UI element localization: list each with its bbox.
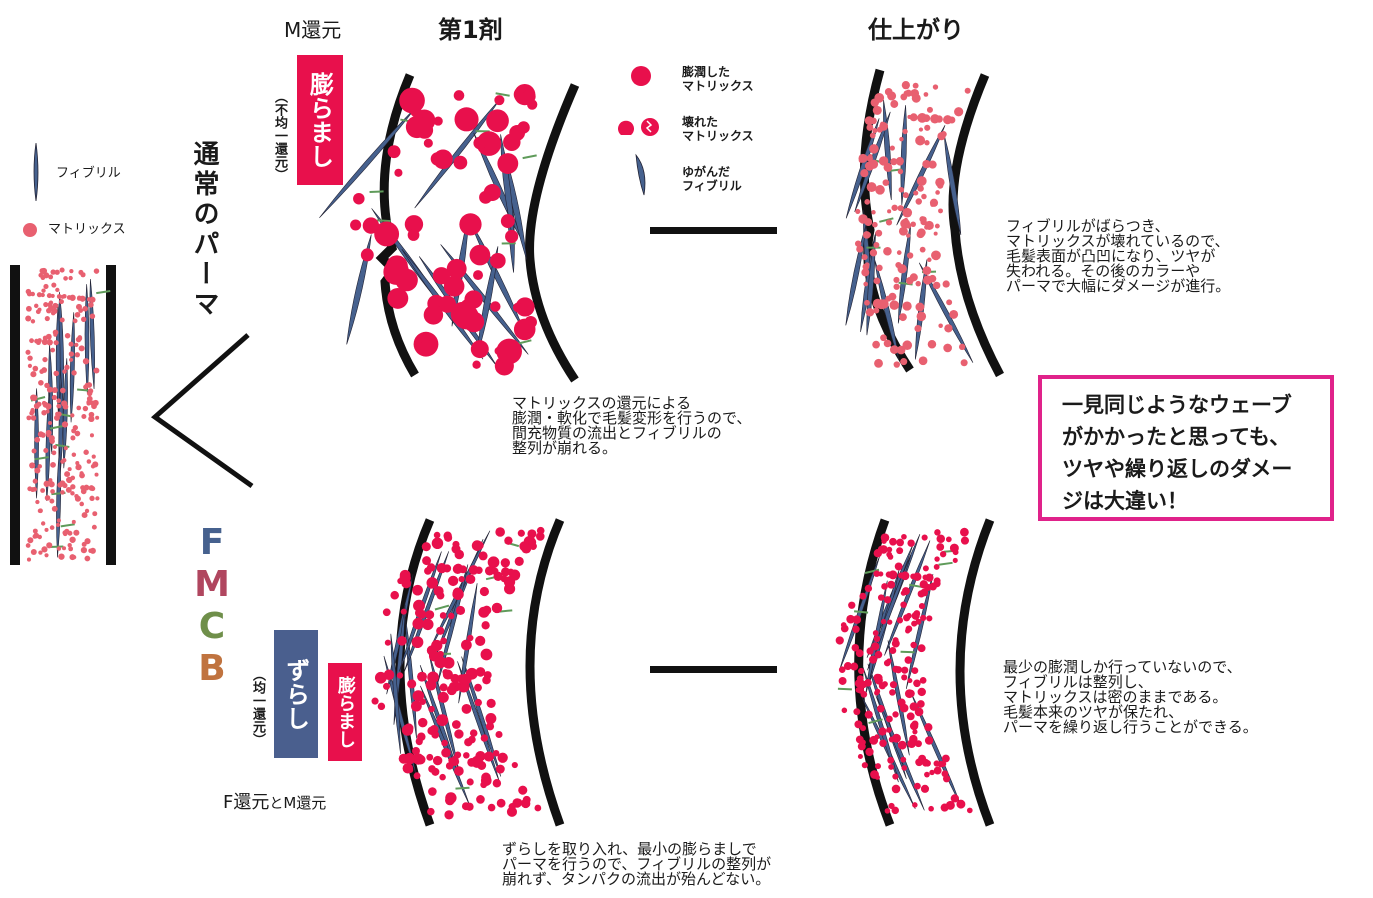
letter-c: C	[198, 606, 226, 647]
legend-distorted-fibril: ゆがんだ フィブリル	[682, 165, 742, 193]
broken-matrix-icon	[618, 118, 659, 136]
legend-broken-matrix: 壊れた マトリックス	[682, 115, 754, 143]
swollen-hair-strand	[319, 73, 580, 383]
uniform-reduction-label: （均一還元）	[250, 668, 265, 746]
callout-box: 一見同じようなウェーブ がかかったと思っても、 ツヤや繰り返しのダメー ジは大違…	[1038, 375, 1334, 521]
healthy-hair-strand	[10, 265, 116, 565]
finish-header: 仕上がり	[868, 16, 964, 44]
bottom-description: ずらしを取り入れ、最小の膨らましで パーマを行うので、フィブリルの整列が 崩れず…	[502, 840, 772, 888]
matrix-legend-label: マトリックス	[48, 222, 126, 237]
swollen-matrix-icon	[631, 66, 651, 86]
m-reduction: M還元	[283, 794, 327, 812]
distorted-fibril-icon	[635, 153, 646, 196]
caption-and: と	[269, 796, 284, 812]
regular-perm-label: 通常のパーマ	[189, 140, 219, 320]
zurashi-box: ずらし	[274, 630, 318, 758]
fibril-legend-label: フィブリル	[56, 166, 121, 181]
arrow-dash-top	[650, 227, 777, 234]
fukuramashi-top-box: 膨らまし	[297, 55, 343, 185]
arrow-dash-bottom	[650, 666, 777, 673]
fmcb-letters: F M C B	[192, 522, 232, 690]
matrix-legend-icon	[23, 223, 37, 237]
fibril-legend-icon	[33, 142, 39, 202]
letter-m: M	[194, 564, 230, 605]
legend-swollen-matrix: 膨潤した マトリックス	[682, 65, 754, 93]
f-reduction: F還元	[223, 792, 270, 813]
branch-lines	[150, 333, 254, 489]
m-reduction-header: M還元	[284, 18, 342, 42]
bottom-finish-description: 最少の膨潤しか行っていないので、 フィブリルは整列し、 マトリックスは密のままで…	[1003, 658, 1258, 736]
top-finish-description: フィブリルがばらつき、 マトリックスが壊れているので、 毛髪表面が凸凹になり、ツ…	[1006, 217, 1231, 295]
healthy-finish-strand	[835, 518, 995, 827]
damaged-finish-strand	[845, 68, 1004, 378]
uneven-reduction-label: （不均一還元）	[272, 90, 287, 181]
first-agent-header: 第1剤	[438, 16, 503, 44]
letter-f: F	[199, 522, 225, 563]
letter-b: B	[198, 648, 226, 689]
fukuramashi-bottom-box: 膨らまし	[328, 663, 362, 761]
top-description: マトリックスの還元による 膨潤・軟化で毛髪変形を行うので、 間充物質の流出とフィ…	[512, 394, 752, 457]
reduction-caption: F還元とM還元	[223, 788, 326, 814]
uniform-hair-strand	[371, 518, 565, 827]
